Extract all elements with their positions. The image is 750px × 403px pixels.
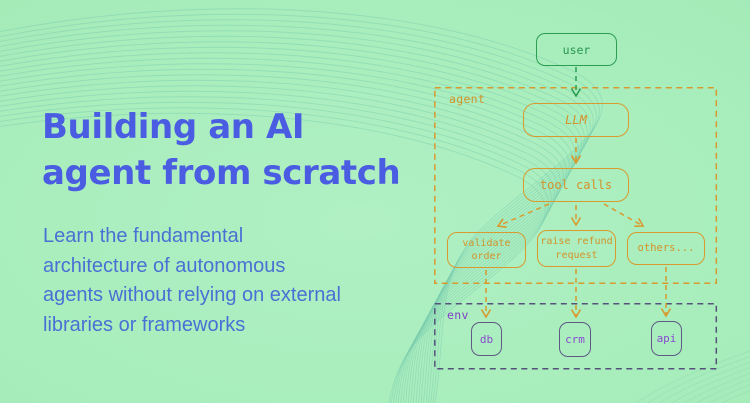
page-title-line-1: Building an AI [42,107,305,147]
env-container-label: env [447,308,469,322]
others-node: others... [627,232,705,265]
page-subtitle-line-2: architecture of autonomous [43,254,286,277]
api-node-label: api [656,332,677,345]
llm-node-label: LLM [565,113,587,127]
others-node-label: others... [637,241,695,254]
crm-node: crm [559,322,591,357]
user-node: user [536,33,617,66]
arrow-tool-calls-to-others [603,203,645,228]
tool-calls-node-label: tool calls [539,178,613,192]
llm-node: LLM [523,103,629,137]
page-title: Building an AI agent from scratch [42,104,401,196]
db-node-label: db [479,332,494,346]
raise-refund-request-node: raise refund request [537,230,616,267]
user-node-label: user [562,42,591,57]
api-node: api [651,321,682,356]
agent-container-label: agent [449,92,486,106]
page-title-line-2: agent from scratch [42,153,401,193]
crm-node-label: crm [565,333,585,346]
page-subtitle-line-4: libraries or frameworks [43,313,246,336]
page-subtitle: Learn the fundamental architecture of au… [43,222,341,340]
validate-order-node: validate order [447,232,526,268]
page-subtitle-line-3: agents without relying on external [43,284,341,306]
page-subtitle-line-1: Learn the fundamental [43,225,244,247]
raise-refund-request-node-label: raise refund request [540,236,613,261]
arrow-tool-calls-to-validate-order [496,203,550,228]
tool-calls-node: tool calls [523,168,629,202]
db-node: db [471,322,502,356]
validate-order-node-label: validate order [462,237,511,263]
